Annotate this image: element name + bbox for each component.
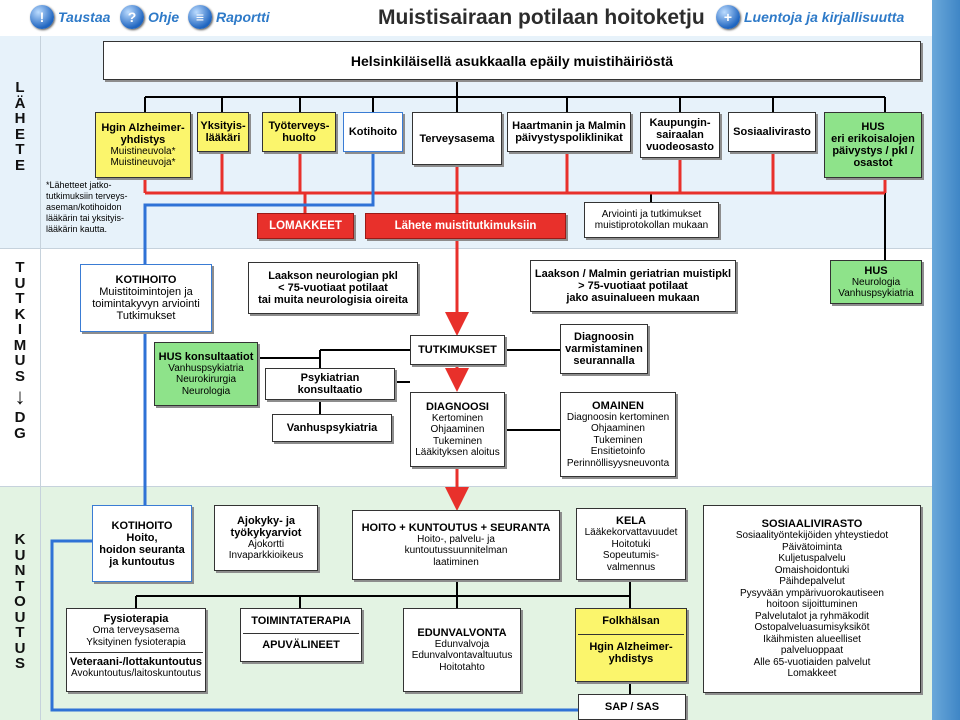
terveysasema-box: Terveysasema: [412, 112, 502, 165]
exclamation-icon: !: [30, 5, 54, 29]
sosiaalivirasto-referrer-box: Sosiaalivirasto: [728, 112, 816, 152]
kotihoito-referrer-box: Kotihoito: [343, 112, 403, 152]
right-decoration: [932, 0, 960, 720]
stage-divider: [40, 36, 41, 720]
list-icon: ≡: [188, 5, 212, 29]
connector-lines: [50, 80, 887, 712]
question-icon: ?: [120, 5, 144, 29]
vanhuspsykiatria-box: Vanhuspsykiatria: [272, 414, 392, 442]
nav-luentoja[interactable]: +Luentoja ja kirjallisuutta: [716, 5, 904, 29]
folkhalsan-box: Folkhälsan Hgin Alzheimer-yhdistys: [575, 608, 687, 682]
nav-ohje[interactable]: ?Ohje: [120, 5, 179, 29]
page-title: Muistisairaan potilaan hoitoketju: [378, 6, 705, 29]
laakso-malmin-geriatria-box: Laakson / Malmin geriatrian muistipkl> 7…: [530, 260, 736, 312]
alzheimer-yhdistys-box: Hgin Alzheimer-yhdistys Muistineuvola*Mu…: [95, 112, 191, 178]
sosiaalivirasto-kuntoutus-box: SOSIAALIVIRASTO Sosiaalityöntekijöiden y…: [703, 505, 921, 693]
down-arrow-icon: ↓: [14, 384, 26, 409]
laakso-neurologia-box: Laakson neurologian pkl< 75-vuotiaat pot…: [248, 262, 418, 314]
referral-note: *Lähetteet jatko-tutkimuksiin terveys-as…: [46, 180, 128, 234]
band-divider: [0, 248, 932, 249]
tutkimukset-box: TUTKIMUKSET: [410, 335, 505, 365]
top-suspicion-box: Helsinkiläisellä asukkaalla epäily muist…: [103, 41, 921, 80]
psykiatrian-konsultaatio-box: Psykiatrian konsultaatio: [265, 368, 395, 400]
nav-taustaa[interactable]: !Taustaa: [30, 5, 110, 29]
lomakkeet-button[interactable]: LOMAKKEET: [257, 213, 354, 239]
header-band: [0, 0, 932, 36]
sap-sas-box: SAP / SAS: [578, 694, 686, 720]
band-divider: [0, 486, 932, 487]
nav-raportti[interactable]: ≡Raportti: [188, 5, 270, 29]
toimintaterapia-box: TOIMINTATERAPIA APUVÄLINEET: [240, 608, 362, 662]
lahete-muistitutkimuksiin-button[interactable]: Lähete muistitutkimuksiin: [365, 213, 566, 239]
tyoterveyshuolto-box: Työterveys-huolto: [262, 112, 336, 152]
yksityislaakari-box: Yksityis-lääkäri: [197, 112, 249, 152]
plus-icon: +: [716, 5, 740, 29]
